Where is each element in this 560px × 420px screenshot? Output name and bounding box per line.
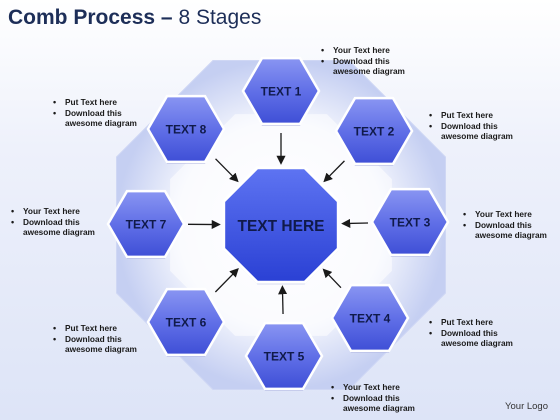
note-line: awesome diagram	[65, 344, 137, 354]
arrow-stage-8	[215, 158, 239, 183]
stage-7[interactable]: TEXT 7	[106, 189, 186, 259]
note-bullet: Put Text here	[428, 317, 513, 328]
note-bullet: Put Text here	[428, 110, 513, 121]
note-bullet: Your Text here	[330, 382, 415, 393]
stage-label: TEXT 7	[126, 218, 167, 232]
stage-label: TEXT 3	[390, 216, 431, 230]
note-line: awesome diagram	[475, 230, 547, 240]
stage-hexagon	[370, 187, 450, 257]
note-line: Download this	[441, 327, 498, 338]
note-line: Download this	[343, 392, 400, 403]
stage-1[interactable]: TEXT 1	[241, 56, 321, 126]
note-line: awesome diagram	[441, 338, 513, 348]
logo-text: Your Logo	[505, 401, 548, 412]
stage-hexagon	[334, 96, 414, 166]
note-bullet: Your Text here	[10, 206, 95, 217]
note-line: Your Text here	[23, 206, 80, 216]
stage-label: TEXT 2	[354, 125, 395, 139]
stage-hexagon	[146, 94, 226, 164]
stage-hexagon	[330, 283, 410, 353]
note-line: Put Text here	[65, 323, 117, 333]
stage-hexagon	[146, 287, 226, 357]
arrow-stage-2	[323, 160, 345, 183]
title-subtitle: 8 Stages	[178, 6, 262, 29]
stage-hexagon	[106, 189, 186, 259]
stage-5[interactable]: TEXT 5	[244, 321, 324, 391]
note-bullet: Put Text here	[52, 323, 137, 334]
stage-3[interactable]: TEXT 3	[370, 187, 450, 257]
note-line: awesome diagram	[343, 403, 415, 413]
center-node[interactable]: TEXT HERE	[222, 166, 340, 285]
arrow-stage-4	[322, 268, 342, 289]
note-line: awesome diagram	[65, 118, 137, 128]
center-label: TEXT HERE	[238, 218, 325, 235]
stage-label: TEXT 4	[350, 312, 391, 326]
stage-label: TEXT 8	[166, 123, 207, 137]
stage-4[interactable]: TEXT 4	[330, 283, 410, 353]
note-line: Download this	[475, 219, 532, 230]
stage-hexagon	[241, 56, 321, 126]
stage-label: TEXT 6	[166, 316, 207, 330]
note-line: Put Text here	[441, 110, 493, 120]
note-line: Download this	[441, 120, 498, 131]
note-line: Download this	[65, 333, 122, 344]
title-dash: –	[160, 6, 173, 29]
note-line: Download this	[23, 216, 80, 227]
note-line: awesome diagram	[23, 227, 95, 237]
stage-6[interactable]: TEXT 6	[146, 287, 226, 357]
stage-hexagon	[244, 321, 324, 391]
arrow-stage-5	[278, 285, 288, 315]
stage-2[interactable]: TEXT 2	[334, 96, 414, 166]
note-line: Put Text here	[65, 97, 117, 107]
note-bullet: Put Text here	[52, 97, 137, 108]
note-line: awesome diagram	[333, 66, 405, 76]
note-line: awesome diagram	[441, 131, 513, 141]
arrow-stage-3	[341, 218, 369, 228]
stage-label: TEXT 1	[261, 85, 302, 99]
note-line: Your Text here	[475, 209, 532, 219]
note-line: Your Text here	[333, 45, 390, 55]
stage-label: TEXT 5	[264, 350, 305, 364]
center-octagon	[222, 166, 340, 284]
note-bullet: Your Text here	[462, 209, 547, 220]
stage-8[interactable]: TEXT 8	[146, 94, 226, 164]
arrow-stage-6	[214, 267, 239, 293]
note-line: Download this	[333, 55, 390, 66]
page-title: Comb Process – 8 Stages	[8, 6, 261, 30]
note-line: Put Text here	[441, 317, 493, 327]
note-line: Download this	[65, 107, 122, 118]
note-bullet: Your Text here	[320, 45, 405, 56]
note-line: Your Text here	[343, 382, 400, 392]
title-main: Comb Process	[8, 6, 156, 29]
